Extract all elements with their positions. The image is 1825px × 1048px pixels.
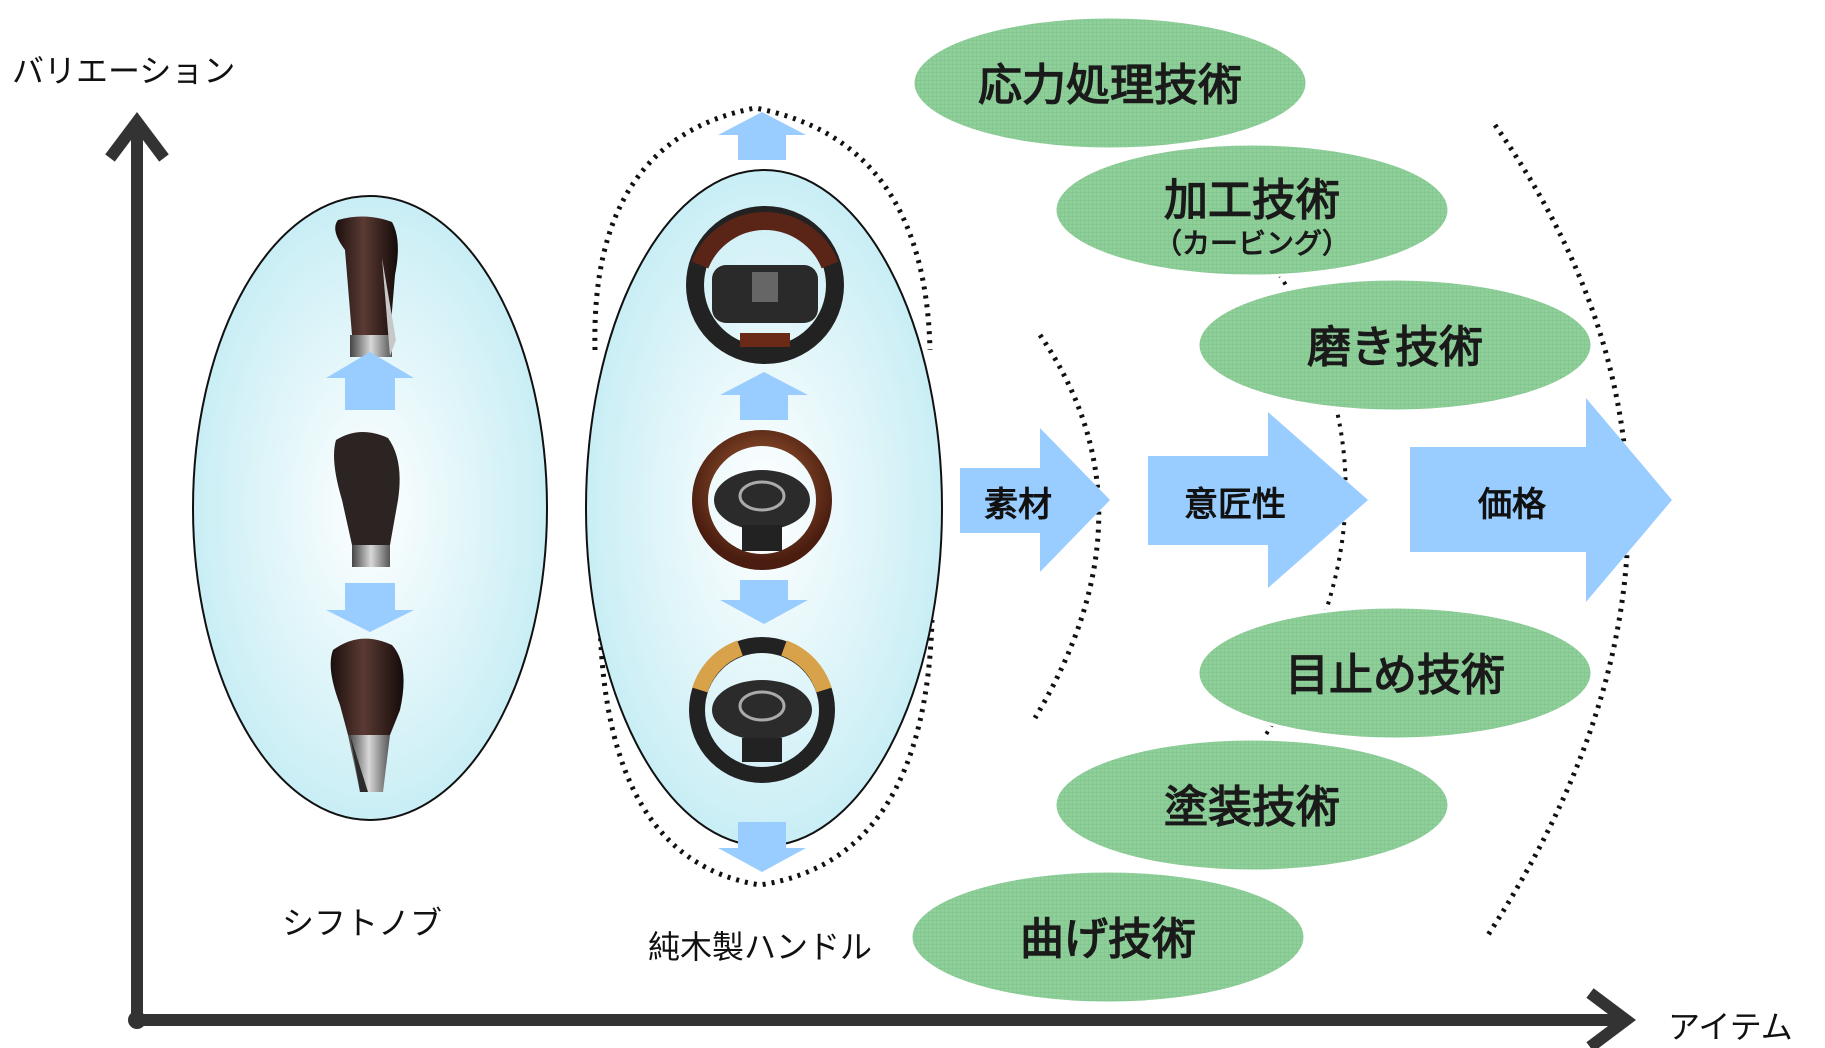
bending-tech-label: 曲げ技術 <box>1020 914 1196 965</box>
stress-tech-label: 応力処理技術 <box>978 60 1242 111</box>
arrow-down-icon <box>718 822 806 872</box>
y-axis-label: バリエーション <box>12 52 235 90</box>
material-arrow <box>960 428 1110 572</box>
steering-group: 純木製ハンドル <box>585 105 943 966</box>
flow-arrows: 素材 意匠性 価格 <box>960 398 1672 602</box>
x-axis-arrowhead <box>1586 988 1636 1048</box>
painting-tech-ellipse <box>1053 737 1451 873</box>
shift-knob-image-2 <box>334 431 400 567</box>
sealing-tech-label: 目止め技術 <box>1285 650 1505 701</box>
processing-tech-ellipse <box>1053 142 1451 278</box>
price-arrow-label: 価格 <box>1477 485 1547 525</box>
sealing-tech-ellipse <box>1196 605 1594 741</box>
shift-knob-image-1 <box>335 216 398 357</box>
axes: バリエーション アイテム <box>12 52 1793 1048</box>
steering-wheel-image-1 <box>686 206 844 364</box>
x-axis-label: アイテム <box>1668 1008 1793 1046</box>
shift-knob-group: シフトノブ <box>192 195 548 942</box>
shift-knob-label: シフトノブ <box>282 904 442 942</box>
processing-tech-label: 加工技術 <box>1164 175 1340 226</box>
stress-tech-ellipse <box>911 15 1309 151</box>
polishing-tech-ellipse <box>1196 277 1594 413</box>
polishing-tech-label: 磨き技術 <box>1307 322 1483 373</box>
price-arrow <box>1410 398 1672 602</box>
shift-knob-image-3 <box>330 638 404 792</box>
arrow-down-icon <box>326 583 414 632</box>
arrow-up-icon <box>720 372 808 420</box>
steering-dotted-arc-top <box>592 105 933 351</box>
y-axis-arrowhead <box>105 112 169 162</box>
steering-wheel-image-3 <box>689 637 835 783</box>
processing-tech-sublabel: （カービング） <box>1154 227 1350 260</box>
arrow-down-icon <box>720 580 808 624</box>
arrow-up-icon <box>326 352 414 410</box>
design-arrow <box>1148 412 1368 588</box>
bending-tech-ellipse <box>909 869 1307 1005</box>
axis-origin-dot <box>128 1011 146 1029</box>
design-arrow-label: 意匠性 <box>1184 485 1286 525</box>
steering-wheel-image-2 <box>692 430 832 570</box>
painting-tech-label: 塗装技術 <box>1164 782 1340 833</box>
material-arrow-label: 素材 <box>984 485 1052 525</box>
steering-label: 純木製ハンドル <box>648 928 872 966</box>
arrow-up-icon <box>718 112 806 160</box>
technique-ellipses: 応力処理技術 加工技術 （カービング） 磨き技術 目止め技術 塗装技術 曲げ技術 <box>909 15 1594 1005</box>
dotted-divider-1 <box>1032 333 1102 720</box>
